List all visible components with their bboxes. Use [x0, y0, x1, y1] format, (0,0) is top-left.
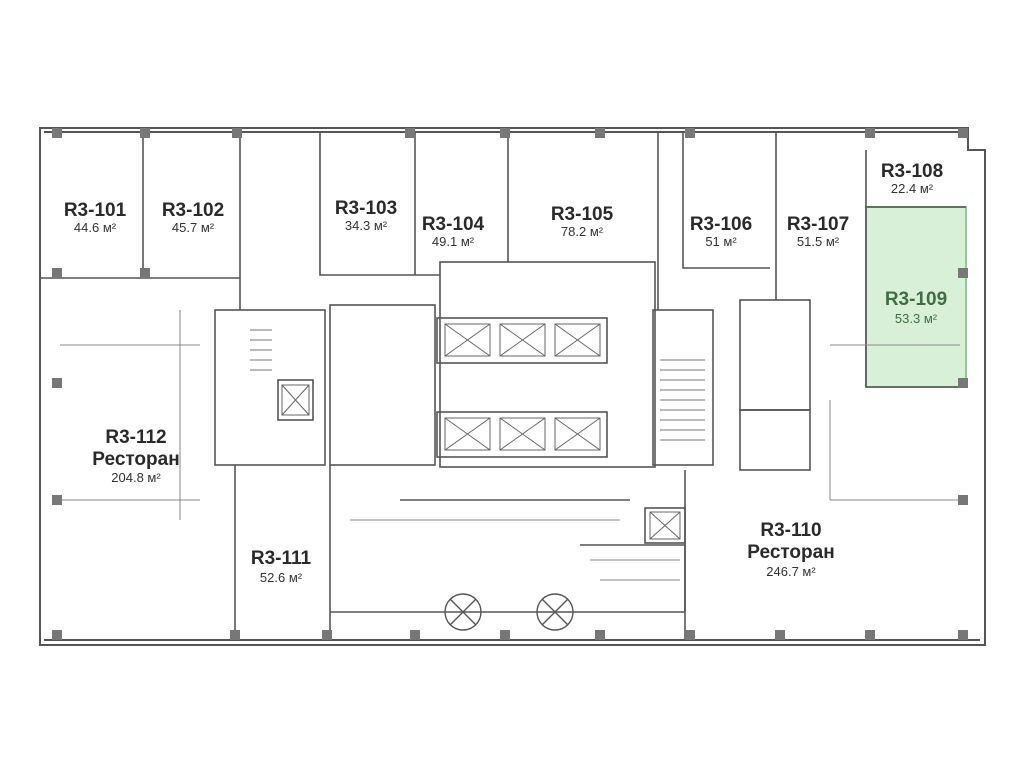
room-r3-107-area: 51.5 м²	[797, 234, 840, 249]
room-r3-108-area: 22.4 м²	[891, 181, 934, 196]
room-r3-112-id: R3-112	[105, 427, 166, 448]
room-r3-106-id: R3-106	[690, 214, 752, 235]
room-r3-108-id: R3-108	[881, 161, 943, 182]
unit-r3-109-highlight[interactable]	[865, 206, 967, 388]
interior-walls	[40, 132, 966, 640]
room-r3-107-id: R3-107	[787, 214, 849, 235]
room-r3-102-id: R3-102	[162, 200, 224, 221]
room-r3-109-area: 53.3 м²	[895, 311, 938, 326]
room-r3-111-area: 52.6 м²	[260, 570, 303, 585]
room-r3-109-id: R3-109	[885, 289, 947, 310]
room-r3-105-area: 78.2 м²	[561, 224, 604, 239]
skylights	[444, 593, 574, 631]
room-r3-102-area: 45.7 м²	[172, 220, 215, 235]
room-r3-110-area: 246.7 м²	[766, 564, 816, 579]
room-r3-101-id: R3-101	[64, 200, 127, 221]
room-r3-103-id: R3-103	[335, 198, 397, 219]
room-r3-106-area: 51 м²	[705, 234, 737, 249]
room-r3-104-area: 49.1 м²	[432, 234, 475, 249]
stairs	[250, 329, 705, 441]
room-r3-103-area: 34.3 м²	[345, 218, 388, 233]
room-r3-110-type: Ресторан	[747, 542, 834, 563]
room-r3-105-id: R3-105	[551, 204, 614, 225]
room-r3-112-area: 204.8 м²	[111, 470, 161, 485]
columns	[52, 128, 968, 640]
room-r3-104-id: R3-104	[422, 214, 485, 235]
room-r3-110-id: R3-110	[760, 520, 821, 541]
room-r3-112-type: Ресторан	[92, 449, 179, 470]
elevators	[281, 323, 681, 540]
thin-lines	[60, 310, 960, 581]
room-labels: R3-101 44.6 м² R3-102 45.7 м² R3-103 34.…	[64, 161, 947, 585]
room-r3-111-id: R3-111	[251, 548, 312, 569]
room-r3-101-area: 44.6 м²	[74, 220, 117, 235]
